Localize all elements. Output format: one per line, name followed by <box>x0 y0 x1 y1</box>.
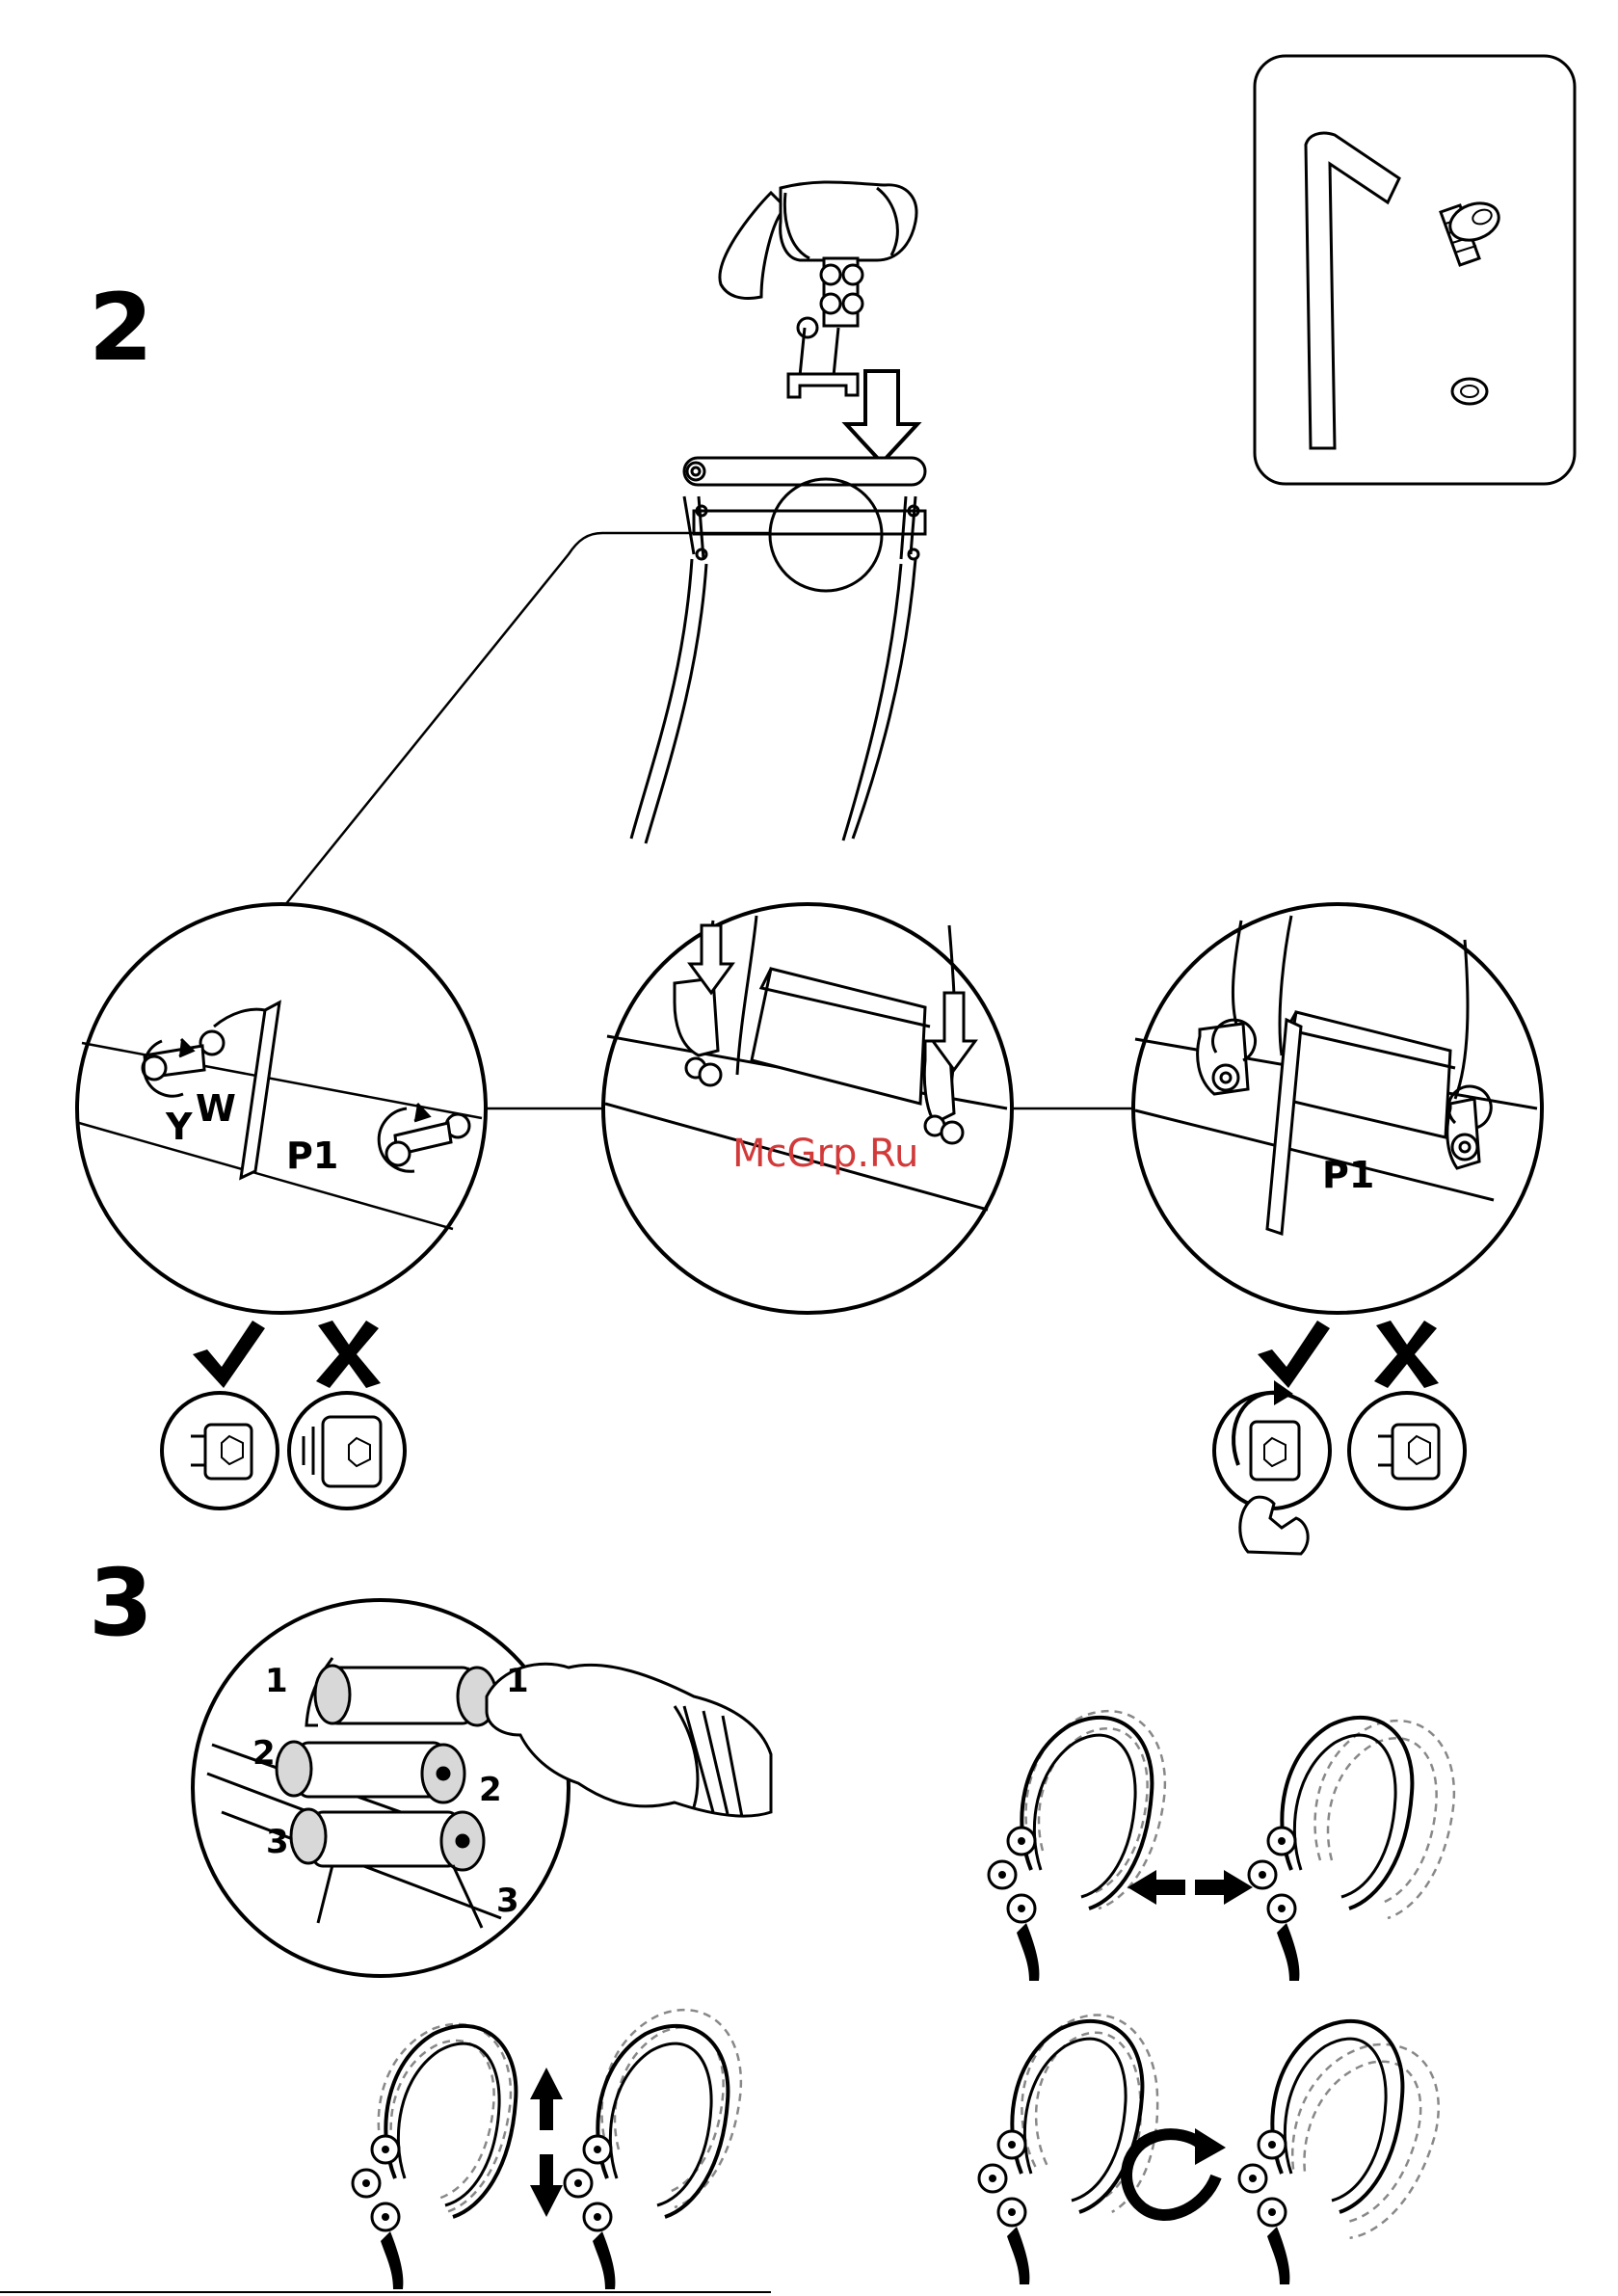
adjust-label-2b: 2 <box>479 1771 502 1809</box>
detail-circle-2: McGrp.Ru <box>603 904 1012 1313</box>
adjust-label-3a: 3 <box>266 1823 289 1861</box>
chair-frame <box>631 458 925 843</box>
adjust-rotate-pair <box>979 2006 1449 2284</box>
bicep-icon <box>1240 1497 1308 1554</box>
label-screw: W <box>196 1087 236 1130</box>
adjust-label-2a: 2 <box>252 1734 276 1773</box>
washer-icon <box>1452 379 1487 404</box>
double-arrow-icon <box>1127 1870 1253 1905</box>
rotate-icon <box>1127 2128 1226 2215</box>
adjust-label-1a: 1 <box>265 1662 288 1700</box>
hardware-box <box>1255 56 1575 484</box>
check-cross-right <box>1214 1321 1465 1554</box>
cross-icon <box>1374 1321 1439 1388</box>
adjustment-detail: 1 1 2 2 3 3 <box>193 1600 771 1976</box>
screw-icon <box>1441 197 1504 265</box>
vertical-double-arrow-icon <box>530 2068 563 2217</box>
adjust-horizontal-pair <box>989 1711 1454 1981</box>
detail-circle-3: P1 <box>1133 904 1542 1313</box>
watermark: McGrp.Ru <box>732 1132 918 1176</box>
label-allen-key-2: P1 <box>1322 1154 1374 1196</box>
label-washer: Y <box>165 1106 193 1148</box>
detail-circle-1: Y W P1 <box>77 904 486 1313</box>
check-icon <box>1258 1321 1330 1388</box>
allen-key-icon <box>1306 133 1399 448</box>
check-cross-left <box>162 1321 405 1508</box>
adjust-label-1b: 1 <box>506 1662 529 1700</box>
adjust-vertical-pair <box>353 2010 741 2289</box>
label-allen-key: P1 <box>286 1135 338 1177</box>
headrest-assembly <box>720 182 916 397</box>
adjust-label-3b: 3 <box>496 1882 519 1920</box>
cross-icon <box>316 1321 381 1388</box>
zoom-leader-line <box>284 533 771 906</box>
check-icon <box>193 1321 265 1388</box>
